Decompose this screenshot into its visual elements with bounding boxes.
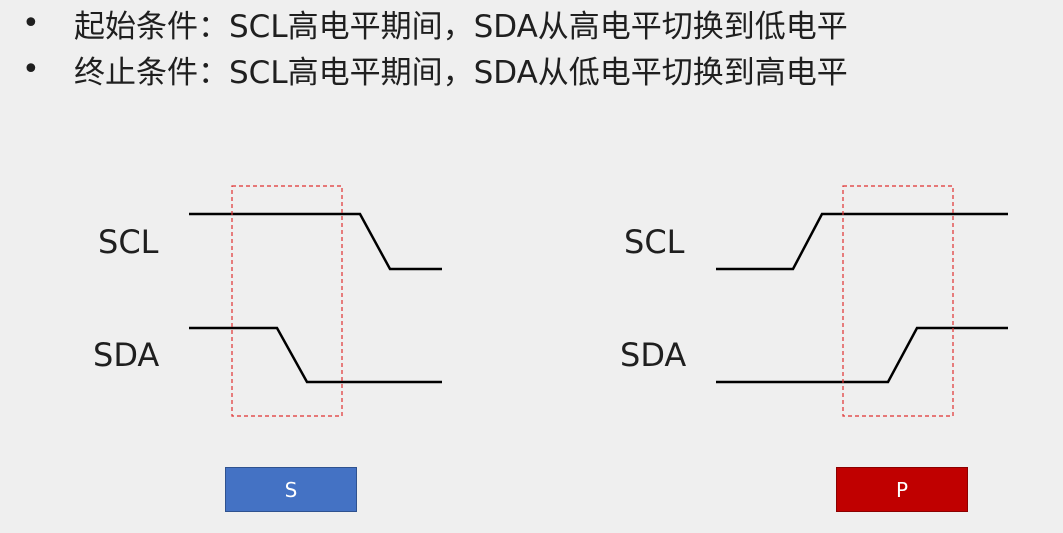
start-condition-diagram: SCL SDA xyxy=(93,185,442,417)
stop-condition-diagram: SCL SDA xyxy=(620,185,1008,417)
stop-scl-waveform xyxy=(716,212,1008,271)
stop-sda-label: SDA xyxy=(620,336,686,374)
stop-highlight-box xyxy=(842,185,954,417)
stop-sda-waveform xyxy=(716,326,1008,384)
start-sda-waveform xyxy=(189,326,442,384)
stop-condition-bullet: • 终止条件：SCL高电平期间，SDA从低电平切换到高电平 xyxy=(22,46,848,92)
condition-list: • 起始条件：SCL高电平期间，SDA从高电平切换到低电平 • 终止条件：SCL… xyxy=(22,0,848,92)
start-condition-bullet: • 起始条件：SCL高电平期间，SDA从高电平切换到低电平 xyxy=(22,0,848,46)
start-scl-label: SCL xyxy=(98,223,159,261)
bullet-dot-icon: • xyxy=(22,51,40,87)
stop-scl-label: SCL xyxy=(624,223,685,261)
start-badge-label: S xyxy=(284,477,298,502)
start-highlight-box xyxy=(231,185,343,417)
stop-condition-text: 终止条件：SCL高电平期间，SDA从低电平切换到高电平 xyxy=(74,54,848,91)
bullet-dot-icon: • xyxy=(22,5,40,41)
start-sda-label: SDA xyxy=(93,336,159,374)
start-badge: S xyxy=(225,467,357,512)
stop-badge: P xyxy=(836,467,968,512)
start-scl-waveform xyxy=(189,212,442,271)
start-condition-text: 起始条件：SCL高电平期间，SDA从高电平切换到低电平 xyxy=(74,8,848,45)
stop-badge-label: P xyxy=(895,477,909,502)
